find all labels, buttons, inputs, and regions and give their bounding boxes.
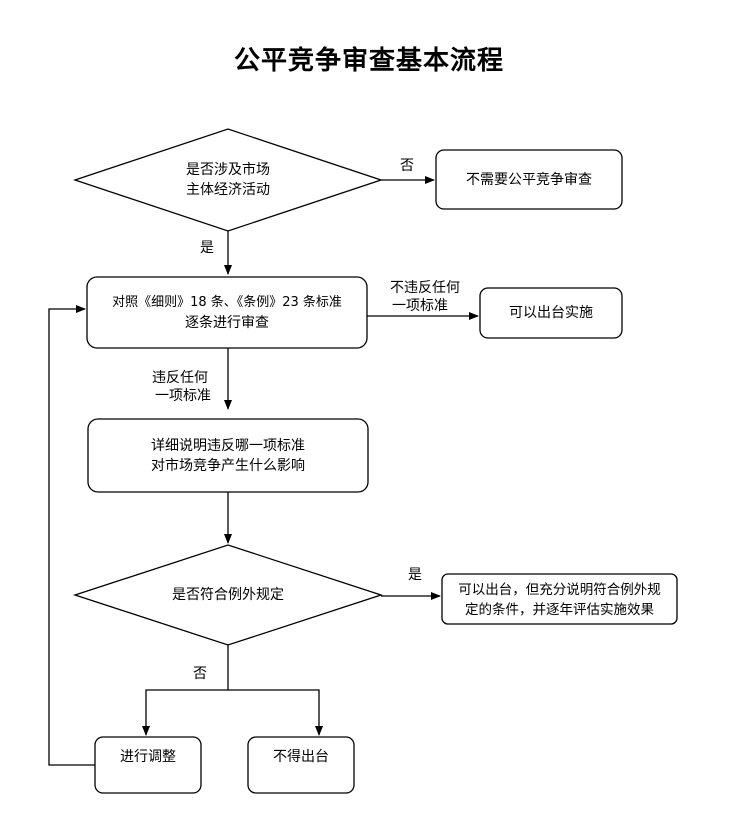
box-explain-line1: 详细说明违反哪一项标准 <box>151 437 305 454</box>
edge-d2-no-right <box>228 689 323 736</box>
box-explain: 详细说明违反哪一项标准 对市场竞争产生什么影响 <box>88 419 368 492</box>
box-review-line1: 对照《细则》18 条、《条例》23 条标准 <box>112 294 342 310</box>
box-no-review: 不需要公平竞争审查 <box>436 150 622 209</box>
box-exception-ok-line2: 定的条件，并逐年评估实施效果 <box>465 602 654 618</box>
box-implement-label: 可以出台实施 <box>509 305 593 321</box>
decision-exception: 是否符合例外规定 <box>130 583 326 607</box>
decision-market-activity-line1: 是否涉及市场 <box>186 162 270 178</box>
box-review-line2: 逐条进行审查 <box>185 314 269 331</box>
box-no-review-label: 不需要公平竞争审查 <box>466 171 592 188</box>
edge-label-no-violation-line2: 一项标准 <box>392 298 448 314</box>
box-review-shape <box>86 276 368 349</box>
decision-market-activity: 是否涉及市场 主体经济活动 <box>140 158 316 202</box>
box-exception-ok-shape <box>441 573 678 625</box>
box-exception-ok: 可以出台，但充分说明符合例外规 定的条件，并逐年评估实施效果 <box>443 575 676 623</box>
decision-market-activity-line2: 主体经济活动 <box>186 182 270 198</box>
edge-d2-no-split <box>142 645 229 736</box>
edge-label-no-violation-line1: 不违反任何 <box>390 280 460 296</box>
box-adjust-label: 进行调整 <box>120 749 176 765</box>
edge-label-d1-no: 否 <box>400 158 414 174</box>
edge-label-d1-yes: 是 <box>200 240 214 256</box>
box-adjust: 进行调整 <box>95 737 201 777</box>
box-implement-shape <box>479 287 623 339</box>
edge-label-violation-line2: 一项标准 <box>155 388 211 404</box>
edge-label-d2-no: 否 <box>193 666 207 682</box>
page-title: 公平竞争审查基本流程 <box>233 46 504 76</box>
box-no-issue-label: 不得出台 <box>273 749 329 765</box>
edge-label-violation-line1: 违反任何 <box>152 370 208 386</box>
box-review: 对照《细则》18 条、《条例》23 条标准 逐条进行审查 <box>87 277 367 348</box>
decision-exception-label: 是否符合例外规定 <box>172 587 284 603</box>
box-no-issue: 不得出台 <box>248 737 354 777</box>
box-no-review-shape <box>435 149 623 210</box>
edge-label-d2-yes: 是 <box>408 567 422 583</box>
box-no-issue-shape <box>247 736 355 794</box>
edge-adjust-loop <box>48 305 95 766</box>
box-explain-line2: 对市场竞争产生什么影响 <box>151 457 305 474</box>
box-exception-ok-line1: 可以出台，但充分说明符合例外规 <box>458 582 661 598</box>
decision-diamond-exception <box>72 544 384 646</box>
box-implement: 可以出台实施 <box>480 288 622 338</box>
